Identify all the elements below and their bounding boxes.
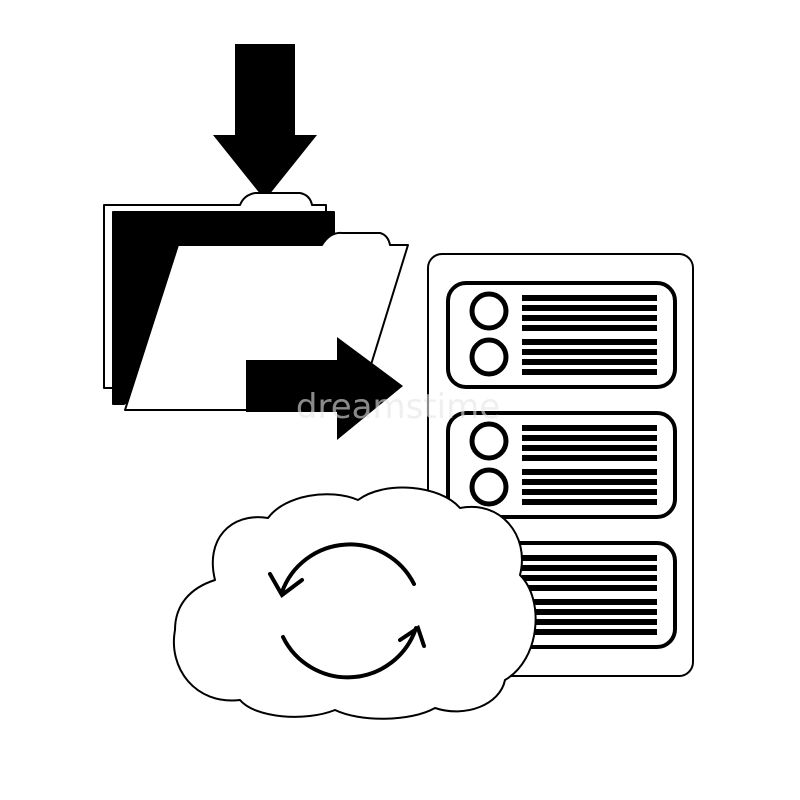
sync-arrows-icon [268, 542, 426, 680]
watermark-text: dreamstime [296, 387, 500, 427]
cloud-icon [172, 486, 537, 720]
download-arrow-icon [213, 44, 317, 200]
right-arrow-icon [246, 337, 403, 440]
server-unit-2 [446, 411, 677, 519]
server-unit-1 [446, 281, 677, 389]
